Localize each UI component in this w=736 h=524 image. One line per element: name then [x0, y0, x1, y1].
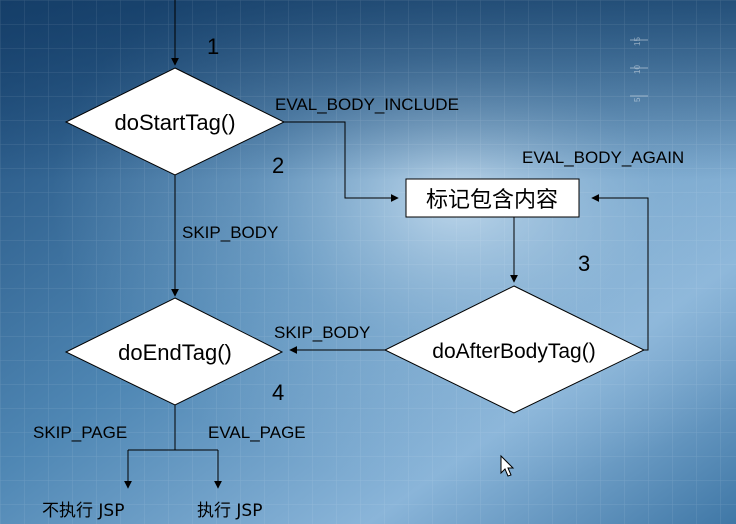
eval-body-include-label: EVAL_BODY_INCLUDE [275, 95, 459, 114]
scale-label-10: 10 [633, 65, 642, 74]
eval-page-label: EVAL_PAGE [208, 423, 306, 442]
edge-labels: EVAL_BODY_INCLUDE EVAL_BODY_AGAIN SKIP_B… [33, 95, 684, 442]
outcomes: 不执行 JSP 执行 JSP [42, 501, 262, 521]
start-diamond [64, 67, 286, 176]
step-numbers: 1 2 3 4 [207, 34, 590, 405]
after-body-label: doAfterBodyTag() [432, 340, 595, 363]
node-start: doStartTag() [64, 67, 286, 176]
after-body-diamond [383, 285, 646, 414]
mouse-cursor-icon [500, 454, 515, 477]
connectors [124, 0, 649, 489]
outcome-not-execute: 不执行 JSP [42, 501, 124, 521]
step-number-1: 1 [207, 34, 219, 59]
eval-body-again-arrow [591, 194, 649, 351]
eval-body-include-arrow [284, 121, 399, 202]
skip-page-label: SKIP_PAGE [33, 423, 127, 442]
start-label: doStartTag() [114, 110, 235, 135]
body-label: 标记包含内容 [426, 188, 558, 213]
body-box [405, 178, 580, 218]
node-after-body: doAfterBodyTag() [383, 285, 646, 414]
scale-label-5: 5 [633, 97, 642, 102]
eval-body-again-label: EVAL_BODY_AGAIN [522, 148, 684, 167]
node-body: 标记包含内容 [405, 178, 580, 218]
skip-body-label-2: SKIP_BODY [274, 323, 370, 342]
skip-body-label-1: SKIP_BODY [182, 223, 278, 242]
node-end: doEndTag() [64, 297, 284, 406]
step-number-3: 3 [578, 251, 590, 276]
end-label: doEndTag() [118, 340, 232, 365]
end-diamond [64, 297, 284, 406]
step-number-4: 4 [272, 380, 284, 405]
step-number-2: 2 [272, 153, 284, 178]
scale-label-15: 15 [633, 37, 642, 46]
background-scale: 15 10 5 [630, 37, 648, 102]
outcome-execute: 执行 JSP [197, 501, 262, 521]
